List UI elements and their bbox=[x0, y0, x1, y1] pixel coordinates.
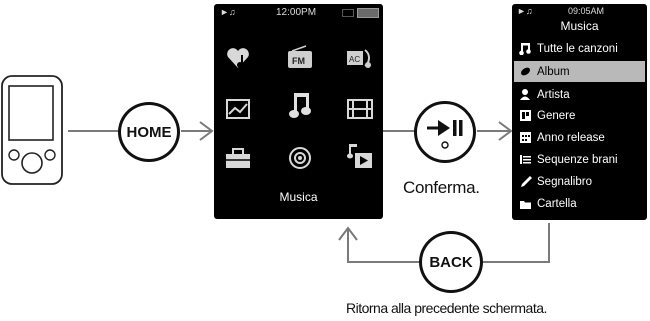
svg-text:FM: FM bbox=[292, 56, 305, 66]
podcast-icon[interactable] bbox=[286, 144, 314, 172]
media-player-device bbox=[1, 75, 63, 185]
menu-item-label: Artista bbox=[537, 88, 570, 101]
home-button[interactable]: HOME bbox=[118, 102, 180, 162]
music-status-bar: ►♫ 09:05AM bbox=[512, 4, 647, 22]
calendar-icon bbox=[518, 131, 532, 145]
menu-item-label: Cartella bbox=[537, 197, 577, 210]
connector-music-back bbox=[483, 223, 550, 263]
svg-text:AC: AC bbox=[349, 55, 360, 64]
sound-settings-icon[interactable]: AC bbox=[346, 44, 374, 72]
main-status-bar: ►♫ 12:00PM bbox=[214, 4, 383, 22]
folder-icon bbox=[518, 197, 532, 211]
photo-icon[interactable] bbox=[224, 95, 252, 123]
device-right-button bbox=[44, 149, 56, 161]
hold-icon bbox=[342, 9, 354, 17]
back-button[interactable]: BACK bbox=[419, 231, 483, 293]
main-status-time: 12:00PM bbox=[276, 7, 317, 18]
playlist-icon bbox=[518, 153, 532, 167]
menu-item-genere[interactable]: Genere bbox=[514, 105, 645, 126]
play-status-icon: ►♫ bbox=[517, 6, 533, 16]
menu-item-label: Tutte le canzoni bbox=[537, 42, 618, 55]
menu-item-segnalibro[interactable]: Segnalibro bbox=[514, 171, 645, 192]
music-status-time: 09:05AM bbox=[568, 6, 605, 16]
menu-item-artista[interactable]: Artista bbox=[514, 84, 645, 105]
menu-item-label: Anno release bbox=[537, 131, 605, 144]
play-pause-icon bbox=[427, 120, 463, 149]
fm-radio-icon[interactable]: FM bbox=[286, 44, 314, 72]
device-center-button bbox=[21, 152, 43, 174]
person-icon bbox=[518, 88, 532, 102]
toolbox-settings-icon[interactable] bbox=[224, 144, 252, 172]
back-caption: Ritorna alla precedente schermata. bbox=[346, 300, 547, 316]
music-note-icon[interactable] bbox=[286, 92, 314, 120]
confirm-caption: Conferma. bbox=[403, 178, 480, 197]
arrowhead-to-main-screen-back bbox=[338, 226, 358, 241]
arrowhead-to-main-screen bbox=[199, 121, 214, 141]
menu-item-anno-release[interactable]: Anno release bbox=[514, 127, 645, 148]
now-playing-icon[interactable] bbox=[346, 142, 374, 170]
menu-item-label: Sequenze brani bbox=[537, 153, 618, 166]
music-menu-screen: ►♫ 09:05AM Musica Tutte le canzoni Album… bbox=[512, 4, 647, 220]
menu-item-tutte-le-canzoni[interactable]: Tutte le canzoni bbox=[514, 38, 645, 59]
music-screen-title: Musica bbox=[560, 19, 599, 33]
menu-item-album[interactable]: Album bbox=[514, 61, 645, 82]
device-left-button bbox=[8, 149, 20, 161]
bookmark-icon bbox=[518, 175, 532, 189]
menu-item-label: Album bbox=[537, 65, 570, 78]
play-status-icon: ►♫ bbox=[220, 7, 236, 17]
heart-note-icon[interactable] bbox=[224, 44, 252, 72]
play-pause-button[interactable] bbox=[414, 101, 476, 163]
menu-item-cartella[interactable]: Cartella bbox=[514, 193, 645, 214]
note-icon bbox=[518, 42, 532, 56]
menu-item-label: Segnalibro bbox=[537, 175, 592, 188]
back-button-label: BACK bbox=[429, 253, 473, 271]
device-screen bbox=[8, 85, 54, 141]
connector-back-main bbox=[347, 228, 419, 263]
disc-icon bbox=[518, 65, 532, 79]
main-screen-caption: Musica bbox=[279, 190, 318, 204]
home-button-label: HOME bbox=[126, 123, 172, 141]
main-home-screen: ►♫ 12:00PM FM AC bbox=[214, 4, 383, 219]
genre-icon bbox=[518, 109, 532, 123]
menu-item-sequenze-brani[interactable]: Sequenze brani bbox=[514, 149, 645, 170]
video-film-icon[interactable] bbox=[346, 95, 374, 123]
battery-icon bbox=[357, 8, 379, 18]
arrowhead-to-music-screen bbox=[498, 121, 513, 141]
menu-item-label: Genere bbox=[537, 109, 576, 122]
